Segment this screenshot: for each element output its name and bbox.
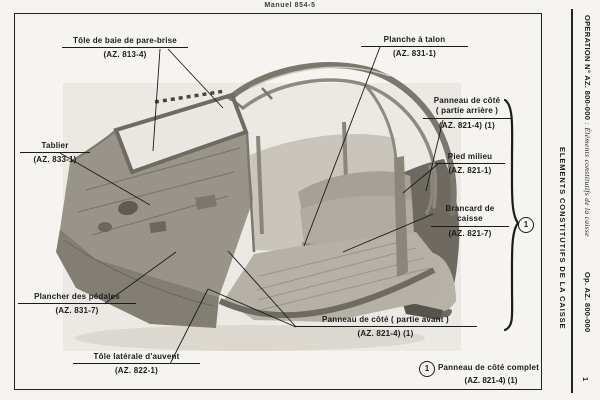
label-code: (AZ. 813-4) bbox=[103, 50, 147, 60]
label-tole-de-baie: Tôle de baie de pare-brise (AZ. 813-4) bbox=[62, 36, 188, 61]
front-apron bbox=[56, 229, 219, 328]
label-code: (AZ. 821-1) bbox=[448, 166, 492, 176]
label-title: Tôle latérale d'auvent bbox=[73, 352, 200, 365]
label-code: (AZ. 821-7) bbox=[448, 228, 492, 238]
label-title: Pied milieu bbox=[435, 152, 505, 165]
label-title: Tablier bbox=[20, 141, 90, 154]
label-code: (AZ. 831-7) bbox=[55, 306, 99, 316]
page-header: Manuel 854-5 bbox=[264, 2, 316, 9]
group-brace bbox=[503, 98, 520, 332]
label-plancher-des-pedales: Plancher des pédales (AZ. 831-7) bbox=[18, 292, 136, 317]
label-tablier: Tablier (AZ. 833-1) bbox=[20, 141, 90, 166]
label-title: Panneau de côté bbox=[433, 96, 501, 105]
label-panneau-cote-avant: Panneau de côté ( partie avant ) (AZ. 82… bbox=[294, 315, 477, 340]
firewall-panel bbox=[60, 129, 256, 297]
footnote-code: (AZ. 821-4) (1) bbox=[464, 376, 518, 385]
windshield-frame bbox=[113, 89, 249, 175]
content-frame-border bbox=[14, 13, 542, 390]
sill-rail bbox=[218, 267, 436, 319]
label-title: Tôle de baie de pare-brise bbox=[62, 36, 188, 49]
leader-lines bbox=[59, 46, 444, 365]
label-tole-laterale-auvent: Tôle latérale d'auvent (AZ. 822-1) bbox=[73, 352, 200, 377]
roof-rail-outer bbox=[227, 62, 457, 216]
label-title: Panneau de côté ( partie avant ) bbox=[294, 315, 477, 328]
brace-ref-icon: 1 bbox=[518, 217, 534, 233]
footnote-ref-icon: 1 bbox=[419, 361, 435, 377]
label-code: (AZ. 833-1) bbox=[33, 155, 77, 165]
label-title: Plancher des pédales bbox=[18, 292, 136, 305]
label-pied-milieu: Pied milieu (AZ. 821-1) bbox=[435, 152, 505, 177]
label-title: Planche à talon bbox=[361, 35, 468, 48]
band-title: ELEMENTS CONSTITUTIFS DE LA CAISSE bbox=[558, 147, 567, 330]
label-title: Brancard de caisse bbox=[431, 204, 509, 227]
operation-number: OPERATION N° AZ. 800-000 bbox=[583, 15, 592, 121]
label-subtitle: ( partie arrière ) bbox=[423, 106, 511, 119]
label-planche-a-talon: Planche à talon (AZ. 831-1) bbox=[361, 35, 468, 60]
label-code: (AZ. 831-1) bbox=[392, 49, 437, 59]
label-panneau-cote-arriere: Panneau de côté ( partie arrière ) (AZ. … bbox=[423, 96, 511, 131]
floor-pan bbox=[224, 232, 440, 322]
label-code: (AZ. 822-1) bbox=[114, 366, 159, 376]
footnote-text: Panneau de côté complet bbox=[438, 363, 540, 372]
operation-ref: Op. AZ. 800-000 bbox=[583, 272, 592, 333]
label-code: (AZ. 821-4) (1) bbox=[357, 329, 414, 339]
operation-subject: : Éléments constitutifs de la caisse bbox=[583, 120, 592, 237]
roof-rail-inner bbox=[241, 78, 438, 209]
middle-pillar bbox=[394, 156, 408, 277]
operation-title: OPERATION N° AZ. 800-000 : Éléments cons… bbox=[583, 15, 592, 237]
margin-rule bbox=[571, 9, 573, 393]
label-code: (AZ. 821-4) (1) bbox=[439, 120, 495, 130]
scuttle-louvers bbox=[154, 89, 226, 104]
page-number: 1 bbox=[581, 377, 590, 382]
label-brancard-de-caisse: Brancard de caisse (AZ. 821-7) bbox=[431, 204, 509, 239]
